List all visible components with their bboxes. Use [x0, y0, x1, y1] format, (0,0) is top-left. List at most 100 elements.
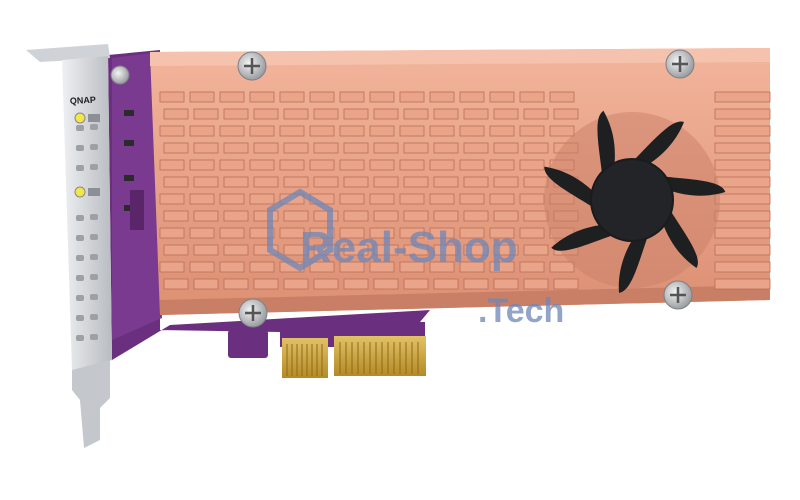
fin [253, 176, 279, 188]
fan-blade [551, 224, 616, 251]
fin [463, 108, 489, 120]
fin [189, 227, 215, 239]
fin [549, 125, 575, 137]
fin [489, 261, 515, 273]
fin [159, 193, 185, 205]
fin [403, 108, 429, 120]
fin [459, 261, 485, 273]
fin [523, 210, 549, 222]
fin [493, 142, 519, 154]
fan-blade [618, 234, 649, 293]
fin [219, 159, 245, 171]
fin [714, 261, 771, 273]
fin [714, 278, 771, 290]
fin [369, 227, 395, 239]
watermark: Real-Shop .Tech [267, 188, 564, 330]
fin [489, 227, 515, 239]
fin [714, 227, 771, 239]
fin [309, 159, 335, 171]
fin [283, 108, 309, 120]
fin [339, 91, 365, 103]
fin [519, 227, 545, 239]
fin [253, 210, 279, 222]
fin [373, 278, 399, 290]
fin [219, 227, 245, 239]
watermark-line1: Real-Shop [300, 223, 518, 272]
screw-icon [238, 298, 268, 328]
fin [253, 278, 279, 290]
fin [714, 159, 771, 171]
fin [399, 193, 425, 205]
fin [369, 125, 395, 137]
fin [399, 227, 425, 239]
fin [553, 278, 579, 290]
fin [339, 227, 365, 239]
fin [714, 91, 771, 103]
fin [279, 91, 305, 103]
fin [399, 125, 425, 137]
fin [463, 210, 489, 222]
fin [339, 159, 365, 171]
fin [159, 91, 185, 103]
fin [223, 142, 249, 154]
led-icon [74, 186, 86, 198]
fin [523, 278, 549, 290]
fan-blade [597, 110, 615, 177]
fin [519, 91, 545, 103]
fin [313, 108, 339, 120]
fin [714, 125, 771, 137]
fin [519, 159, 545, 171]
fin [493, 108, 519, 120]
fin [163, 108, 189, 120]
fin [343, 210, 369, 222]
fin [249, 91, 275, 103]
fin [309, 227, 335, 239]
fin [519, 193, 545, 205]
fin [159, 125, 185, 137]
fin [493, 244, 519, 256]
fin [429, 159, 455, 171]
fin [163, 278, 189, 290]
fin [369, 261, 395, 273]
fin [433, 176, 459, 188]
fin [493, 278, 519, 290]
fin [373, 210, 399, 222]
fin [339, 125, 365, 137]
fin [309, 125, 335, 137]
fin [373, 244, 399, 256]
bracket-brand-label: QNAP [70, 95, 97, 106]
fin [489, 125, 515, 137]
fin [189, 125, 215, 137]
fin [343, 108, 369, 120]
fin [249, 227, 275, 239]
fin [343, 244, 369, 256]
fin [369, 193, 395, 205]
fin [189, 159, 215, 171]
fin [249, 261, 275, 273]
fin [309, 261, 335, 273]
fin [219, 261, 245, 273]
fin [279, 159, 305, 171]
fin [714, 193, 771, 205]
fin [279, 125, 305, 137]
fin [399, 261, 425, 273]
fin [369, 159, 395, 171]
fin [459, 125, 485, 137]
fin [429, 261, 455, 273]
watermark-line2: .Tech [478, 292, 564, 330]
fin [403, 210, 429, 222]
fan-icon [544, 110, 726, 293]
fin [429, 227, 455, 239]
fin [339, 193, 365, 205]
fin [249, 125, 275, 137]
fin [223, 278, 249, 290]
fin [223, 108, 249, 120]
fin [549, 261, 575, 273]
fin [313, 278, 339, 290]
fin [223, 210, 249, 222]
fin [459, 91, 485, 103]
pcie-bracket: QNAP [26, 44, 112, 448]
fin [249, 159, 275, 171]
